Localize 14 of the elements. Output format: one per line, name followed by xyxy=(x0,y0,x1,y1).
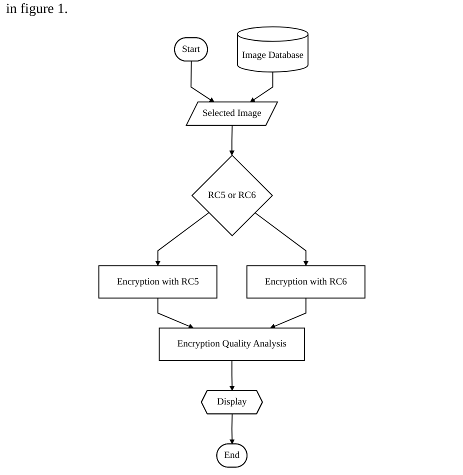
arrow xyxy=(228,125,234,156)
arrow xyxy=(249,72,273,103)
arrow xyxy=(154,212,209,266)
arrow xyxy=(229,414,234,444)
arrow xyxy=(229,360,234,391)
node-box: Encryption with RC6 xyxy=(246,265,366,299)
arrow xyxy=(157,298,194,329)
arrow xyxy=(254,212,308,266)
arrow xyxy=(190,60,214,103)
node-diamond: RC5 or RC6 xyxy=(190,154,273,236)
arrow xyxy=(270,298,306,329)
note-text: in figure 1. xyxy=(5,1,69,19)
node-box: Encryption Quality Analysis xyxy=(158,328,305,361)
node-box: Encryption with RC5 xyxy=(98,265,217,299)
